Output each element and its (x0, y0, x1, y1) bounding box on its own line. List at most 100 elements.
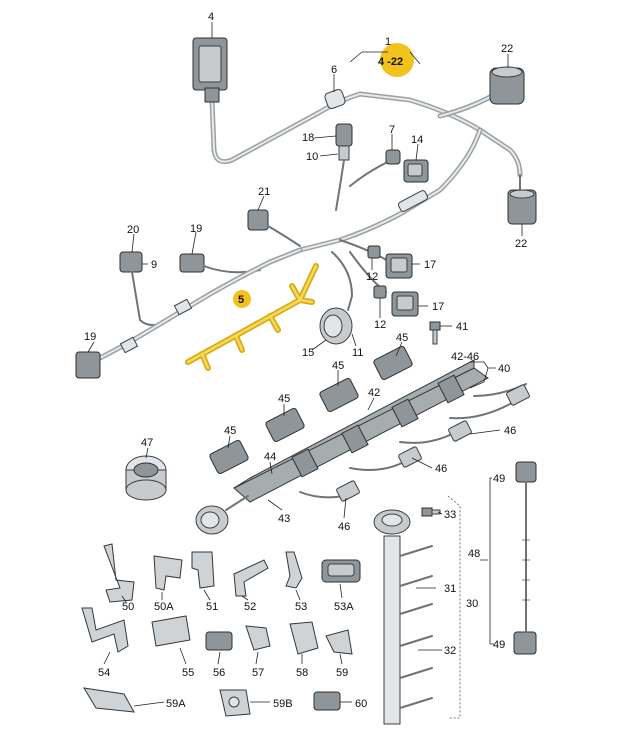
label-4: 4 (208, 11, 214, 23)
label-53A: 53A (334, 601, 354, 613)
label-49-top: 49 (493, 473, 505, 485)
label-42: 42 (368, 387, 380, 399)
highlight-badge-5 (233, 290, 251, 308)
label-49-bottom: 49 (493, 639, 505, 651)
label-1: 1 (385, 36, 391, 48)
bracket-53A (321, 559, 361, 583)
connector-15 (319, 251, 353, 345)
label-59: 59 (336, 667, 348, 679)
bracket-50A (153, 555, 183, 591)
main-engine-harness (209, 89, 523, 253)
label-58: 58 (296, 667, 308, 679)
sensor-cable-48 (513, 461, 537, 655)
screw-41 (429, 321, 441, 345)
label-40: 40 (498, 363, 510, 375)
label-32: 32 (444, 645, 456, 657)
label-52: 52 (244, 601, 256, 613)
label-56: 56 (213, 667, 225, 679)
label-17-bottom: 17 (432, 301, 444, 313)
bracket-59B (219, 689, 251, 717)
secondary-harness-left (93, 247, 303, 363)
label-60: 60 (355, 698, 367, 710)
label-53: 53 (295, 601, 307, 613)
label-50: 50 (122, 601, 134, 613)
label-50A: 50A (154, 601, 174, 613)
label-45-4: 45 (224, 425, 236, 437)
harness-trunking-30 (373, 509, 433, 725)
connector-19-top (179, 253, 261, 274)
leader-lines (87, 22, 523, 719)
label-48: 48 (468, 548, 480, 560)
connector-19-bottom (75, 351, 101, 379)
injector-connector-45-3 (265, 408, 305, 442)
grommet-47 (125, 455, 167, 501)
label-14: 14 (411, 134, 423, 146)
connector-14 (403, 159, 429, 183)
label-22-top: 22 (501, 43, 513, 55)
grommet-43 (195, 495, 249, 535)
label-19-bottom: 19 (84, 331, 96, 343)
connector-22-top (489, 66, 525, 105)
label-6: 6 (331, 64, 337, 76)
label-12-bottom: 12 (374, 319, 386, 331)
bracket-51 (191, 551, 215, 589)
bracket-60 (313, 691, 341, 711)
label-45-2: 45 (332, 360, 344, 372)
label-45-1: 45 (396, 332, 408, 344)
label-10: 10 (306, 151, 318, 163)
label-59B: 59B (273, 698, 293, 710)
connector-18 (335, 123, 353, 211)
injector-rail-assembly (233, 359, 527, 503)
label-42-46: 42-46 (451, 351, 479, 363)
injector-connector-45-4 (209, 440, 249, 474)
injector-connector-45-2 (319, 378, 359, 412)
bracket-53 (285, 551, 303, 589)
label-11: 11 (352, 347, 363, 359)
label-59A: 59A (166, 698, 186, 710)
label-33: 33 (444, 509, 456, 521)
connector-22-bottom (507, 174, 537, 225)
label-46-lower: 46 (338, 521, 350, 533)
label-55: 55 (182, 667, 194, 679)
label-43: 43 (278, 513, 290, 525)
label-9: 9 (151, 259, 157, 271)
connector-7 (349, 149, 401, 187)
connector-17-top (339, 239, 413, 279)
bracket-57 (245, 625, 271, 651)
bracket-54 (81, 607, 129, 653)
label-4-22: 4 -22 (378, 56, 403, 68)
highlight-badge-4-22 (380, 43, 414, 77)
label-41: 41 (456, 321, 468, 333)
bracket-56 (205, 631, 233, 651)
bolt-33 (421, 507, 441, 517)
label-18: 18 (302, 132, 314, 144)
label-44: 44 (264, 451, 276, 463)
label-45-3: 45 (278, 393, 290, 405)
label-21: 21 (258, 186, 270, 198)
bracket-50 (103, 543, 135, 603)
bracket-55 (151, 615, 191, 647)
connector-46-right (448, 384, 530, 442)
label-46-middle: 46 (435, 463, 447, 475)
label-46-right: 46 (504, 425, 516, 437)
label-20: 20 (127, 224, 139, 236)
bracket-52 (233, 559, 269, 597)
label-15: 15 (302, 347, 314, 359)
label-51: 51 (206, 601, 218, 613)
bracket-59 (325, 629, 353, 655)
label-7: 7 (389, 124, 395, 136)
injector-connector-45-1 (373, 346, 413, 380)
bracket-58 (289, 621, 319, 655)
bracket-59A (83, 687, 135, 713)
label-12-top: 12 (366, 271, 378, 283)
connector-17-bottom (349, 251, 419, 317)
label-17-top: 17 (424, 259, 436, 271)
connector-46-middle (398, 446, 422, 468)
label-47: 47 (141, 437, 153, 449)
label-5: 5 (238, 294, 244, 306)
connector-20 (119, 251, 171, 326)
connector-4 (192, 37, 228, 103)
connector-21 (247, 209, 301, 247)
